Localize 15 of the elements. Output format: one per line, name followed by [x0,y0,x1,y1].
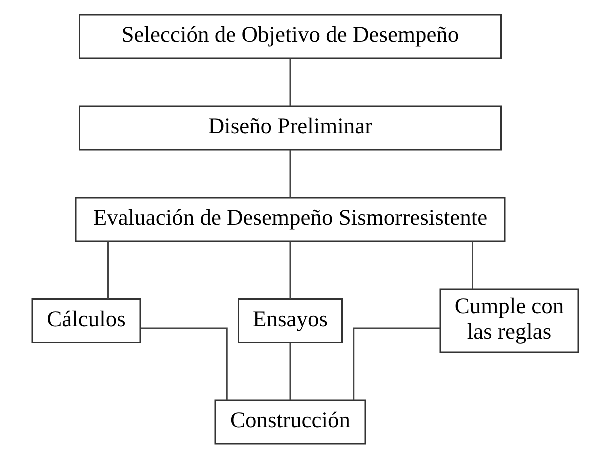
node-box: Cumple con las reglas [439,288,579,353]
connector [289,342,291,400]
connector [352,327,440,400]
connector [289,58,291,106]
connector [107,241,108,299]
connector [140,327,228,400]
node-box: Diseño Preliminar [78,105,502,150]
node-box: Selección de Objetivo de Desempeño [78,14,502,59]
node-box: Construcción [214,399,366,444]
node-box: Ensayos [238,298,342,343]
connector [472,241,473,289]
connector [289,241,291,299]
connector [289,150,291,198]
node-box: Evaluación de Desempeño Sismorresistente [74,196,506,242]
node-box: Cálculos [31,298,141,343]
